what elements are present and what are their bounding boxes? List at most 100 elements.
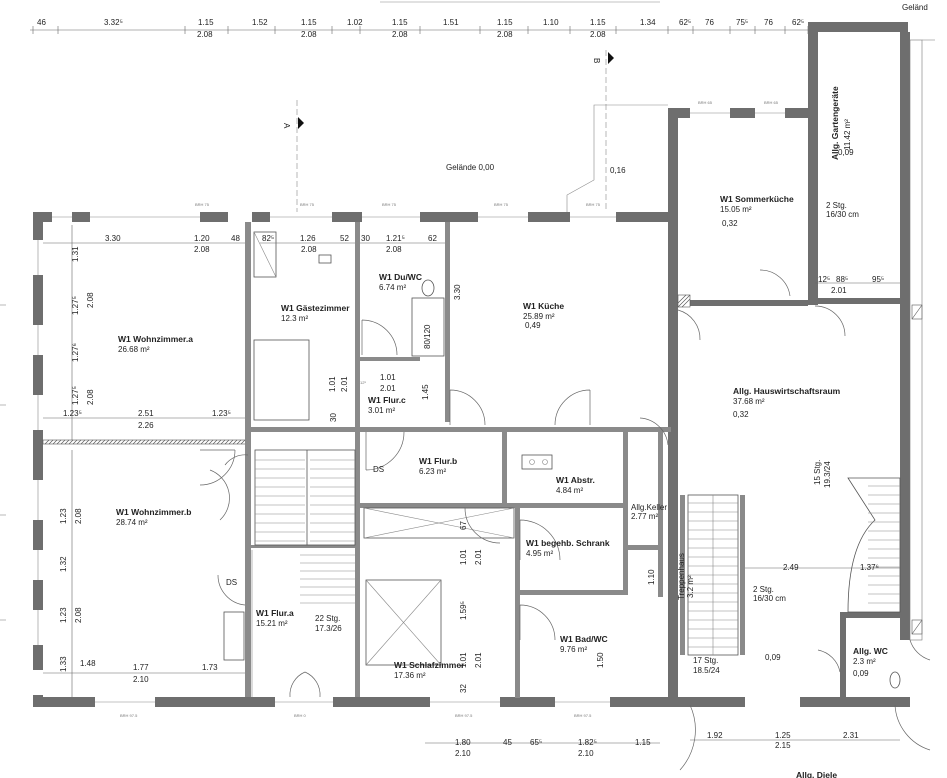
svg-text:2.10: 2.10 (578, 749, 594, 758)
svg-text:B: B (592, 58, 601, 63)
svg-text:2.01: 2.01 (340, 376, 349, 392)
top-dim-label: 1.10 (543, 18, 559, 27)
svg-text:0,32: 0,32 (722, 219, 738, 228)
stairs-hwr (847, 477, 901, 613)
svg-text:1.25: 1.25 (775, 731, 791, 740)
svg-text:26.68 m²: 26.68 m² (118, 345, 150, 354)
top-dim-label: 76 (764, 18, 773, 27)
svg-text:1.50: 1.50 (596, 652, 605, 668)
svg-text:17.36 m²: 17.36 m² (394, 671, 426, 680)
svg-text:2.08: 2.08 (194, 245, 210, 254)
top-dim-label: 1.52 (252, 18, 268, 27)
svg-text:3.30: 3.30 (453, 284, 462, 300)
svg-text:BRH 75: BRH 75 (300, 202, 315, 207)
cupboard (253, 231, 277, 278)
svg-text:1.31: 1.31 (71, 246, 80, 262)
svg-text:9.76 m²: 9.76 m² (560, 645, 587, 654)
svg-text:W1 Wohnzimmer.b: W1 Wohnzimmer.b (116, 507, 191, 517)
windows-north: BRH 75 BRH 75 BRH 75 BRH 75 BRH 75 BRH 6… (52, 100, 785, 222)
svg-text:1.37⁶: 1.37⁶ (860, 563, 879, 572)
svg-text:4.84 m²: 4.84 m² (556, 486, 583, 495)
svg-text:1.45: 1.45 (421, 384, 430, 400)
room-schlafzimmer: W1 Schlafzimmer 17.36 m² (394, 660, 465, 680)
svg-text:15 Stg.: 15 Stg. (813, 460, 822, 485)
svg-text:1.26: 1.26 (300, 234, 316, 243)
room-allg-wc: Allg. WC 2.3 m² 0,09 (853, 646, 888, 678)
svg-text:1.59⁵: 1.59⁵ (459, 601, 468, 620)
svg-text:2.08: 2.08 (86, 389, 95, 405)
flur-cupboard (223, 611, 245, 661)
svg-text:BRH 75: BRH 75 (494, 202, 509, 207)
svg-text:2 Stg.: 2 Stg. (753, 585, 774, 594)
section-marker-b: B (592, 50, 614, 212)
svg-text:6.23 m²: 6.23 m² (419, 467, 446, 476)
svg-text:19.3/24: 19.3/24 (823, 461, 832, 488)
svg-text:0,09: 0,09 (765, 653, 781, 662)
svg-text:2.08: 2.08 (386, 245, 402, 254)
svg-text:W1 Abstr.: W1 Abstr. (556, 475, 595, 485)
svg-text:15.05 m²: 15.05 m² (720, 205, 752, 214)
top-dim-label: 1.15 (392, 18, 408, 27)
svg-text:48: 48 (231, 234, 240, 243)
svg-text:1.15: 1.15 (635, 738, 651, 747)
room-wohnzimmer-b: W1 Wohnzimmer.b 28.74 m² (116, 507, 191, 527)
shower (411, 297, 445, 357)
top-dim-label: 1.15 (198, 18, 214, 27)
svg-text:11.42 m²: 11.42 m² (843, 119, 852, 150)
svg-text:0,09: 0,09 (838, 148, 854, 157)
svg-text:12.3 m²: 12.3 m² (281, 314, 308, 323)
top-dim-label-2: 2.08 (301, 30, 317, 39)
stair-annotations: 22 Stg. 17.3/26 17 Stg. 18.5/24 2 Stg. 1… (315, 201, 859, 675)
svg-text:BRH 97.5: BRH 97.5 (120, 713, 138, 718)
svg-text:2 Stg.: 2 Stg. (826, 201, 847, 210)
top-dim-label-2: 2.08 (197, 30, 213, 39)
svg-text:1.82⁵: 1.82⁵ (578, 738, 597, 747)
room-sommerkueche: W1 Sommerküche 15.05 m² 0,32 (720, 194, 794, 228)
top-dim-label: 62⁵ (679, 18, 691, 27)
top-dim-label: 1.15 (590, 18, 606, 27)
svg-text:80/120: 80/120 (423, 324, 432, 349)
svg-text:0,16: 0,16 (610, 166, 626, 175)
room-allg-keller: Allg.Keller 2.77 m² (631, 503, 667, 521)
svg-text:W1 Sommerküche: W1 Sommerküche (720, 194, 794, 204)
svg-text:1.23: 1.23 (59, 508, 68, 524)
svg-text:W1 Schlafzimmer: W1 Schlafzimmer (394, 660, 465, 670)
room-du-wc: W1 Du/WC 6.74 m² (379, 272, 422, 292)
svg-text:1.32: 1.32 (59, 556, 68, 572)
svg-text:82⁵: 82⁵ (262, 234, 274, 243)
svg-text:W1 begehb. Schrank: W1 begehb. Schrank (526, 538, 610, 548)
svg-text:30: 30 (361, 234, 370, 243)
svg-text:30: 30 (329, 413, 338, 422)
gelaende-label: Gelände 0,00 (446, 163, 495, 172)
room-schrank: W1 begehb. Schrank 4.95 m² (526, 538, 610, 558)
svg-text:12⁵: 12⁵ (360, 380, 366, 385)
svg-text:BRH 97.5: BRH 97.5 (574, 713, 592, 718)
room-gaestezimmer: W1 Gästezimmer 12.3 m² (281, 303, 350, 323)
svg-text:2.77 m²: 2.77 m² (631, 512, 658, 521)
bed-gaestezimmer (253, 339, 310, 421)
svg-text:3.2 m²: 3.2 m² (686, 575, 695, 598)
doors (199, 269, 931, 771)
room-hauswirtschaft: Allg. Hauswirtschaftsraum 37.68 m² 0,32 (733, 386, 841, 419)
windows-west (33, 240, 43, 695)
sink-icon (521, 454, 553, 470)
svg-text:2.10: 2.10 (133, 675, 149, 684)
room-flur-c: W1 Flur.c 3.01 m² (368, 395, 406, 415)
svg-text:1.23⁵: 1.23⁵ (63, 409, 82, 418)
svg-text:62: 62 (428, 234, 437, 243)
svg-text:2.26: 2.26 (138, 421, 154, 430)
svg-text:1.80: 1.80 (455, 738, 471, 747)
svg-text:1.20: 1.20 (194, 234, 210, 243)
interior-dimensions: 3.30 1.20 2.08 48 82⁵ 1.26 52 2.08 30 1.… (43, 225, 900, 697)
toilet-icon (421, 279, 435, 297)
top-dim-label: 1.34 (640, 18, 656, 27)
svg-text:A: A (282, 123, 291, 129)
stairs-treppenhaus (687, 494, 739, 656)
terrace-outline (566, 104, 668, 212)
svg-text:17 Stg.: 17 Stg. (693, 656, 718, 665)
svg-text:W1 Flur.a: W1 Flur.a (256, 608, 294, 618)
svg-text:22 Stg.: 22 Stg. (315, 614, 340, 623)
svg-text:1.92: 1.92 (707, 731, 723, 740)
